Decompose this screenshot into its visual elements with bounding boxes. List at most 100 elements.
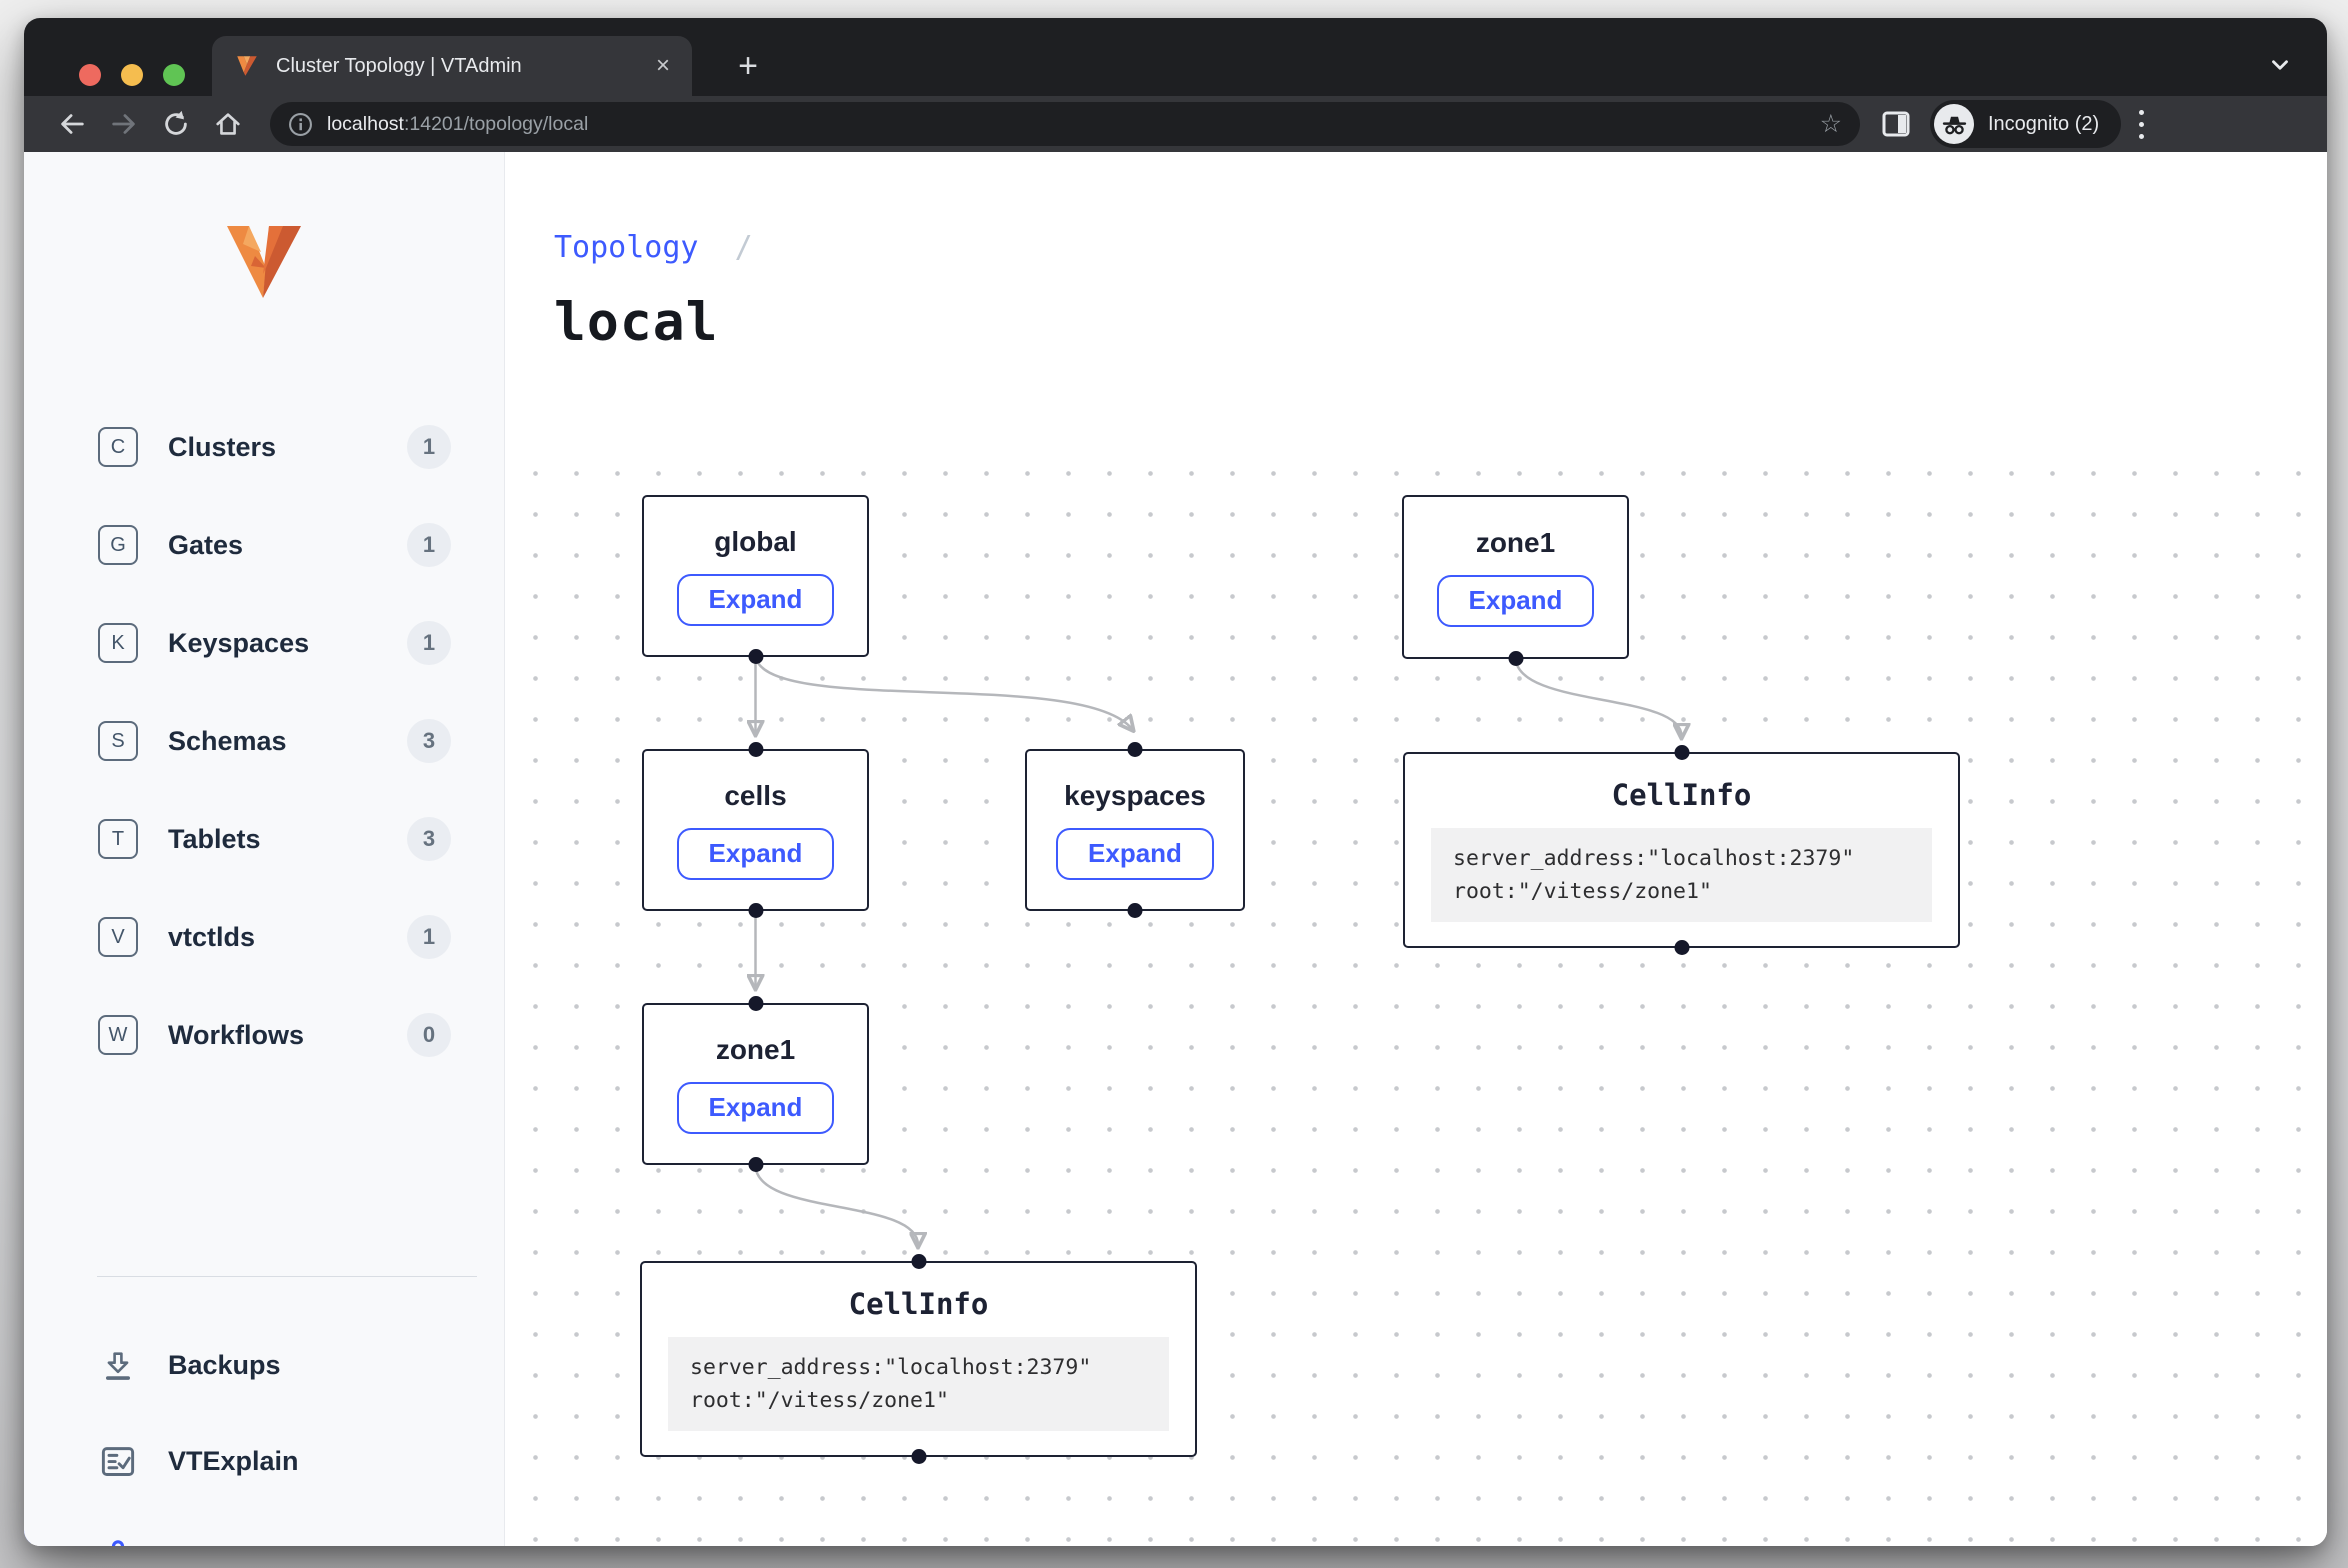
tab-close-icon[interactable]: × [656,54,670,78]
schemas-icon: S [98,721,138,761]
node-handle [1674,745,1689,760]
edge-zone1-cellinfo-right [1516,657,1682,736]
sidebar-item-label: Clusters [168,432,407,463]
sidebar-item-label: Workflows [168,1020,407,1051]
sidebar-secondary-nav: Backups VTExplain Topology [24,1317,504,1546]
browser-window: Cluster Topology | VTAdmin × + localhost… [24,18,2327,1546]
sidebar-item-keyspaces[interactable]: K Keyspaces 1 [24,594,504,692]
reload-button[interactable] [150,100,202,148]
sidebar-item-label: Gates [168,530,407,561]
node-handle [748,742,763,757]
url-text[interactable]: localhost:14201/topology/local [327,113,1806,136]
browser-toolbar: localhost:14201/topology/local ☆ Incogni… [24,96,2327,152]
window-minimize-button[interactable] [121,64,143,86]
side-panel-button[interactable] [1882,111,1910,137]
sidebar-item-vtexplain[interactable]: VTExplain [24,1413,504,1509]
edge-global-keyspaces [756,657,1133,729]
sidebar-item-clusters[interactable]: C Clusters 1 [24,398,504,496]
vtctlds-icon: V [98,917,138,957]
count-badge: 1 [407,915,451,959]
node-title: zone1 [1476,527,1555,559]
home-button[interactable] [202,100,254,148]
count-badge: 1 [407,621,451,665]
count-badge: 1 [407,523,451,567]
clusters-icon: C [98,427,138,467]
breadcrumb-separator: / [735,230,753,265]
sidebar-item-topology[interactable]: Topology [24,1509,504,1546]
back-button[interactable] [46,100,98,148]
browser-menu-button[interactable] [2139,110,2144,139]
topology-graph-canvas[interactable]: global Expand zone1 Expand cells Expand [528,440,2324,1546]
url-bar[interactable]: localhost:14201/topology/local ☆ [270,102,1860,146]
keyspaces-icon: K [98,623,138,663]
count-badge: 3 [407,817,451,861]
node-title: CellInfo [1612,778,1752,812]
topology-icon [98,1539,138,1546]
window-zoom-button[interactable] [163,64,185,86]
node-title: cells [724,780,786,812]
gates-icon: G [98,525,138,565]
sidebar-item-label: Topology [168,1542,451,1547]
node-title: keyspaces [1064,780,1206,812]
tab-strip: Cluster Topology | VTAdmin × + [24,18,2327,96]
sidebar: C Clusters 1 G Gates 1 K Keyspaces 1 S S… [24,152,505,1546]
site-info-icon[interactable] [288,112,313,137]
sidebar-item-label: vtctlds [168,922,407,953]
sidebar-item-backups[interactable]: Backups [24,1317,504,1413]
node-title: CellInfo [849,1287,989,1321]
node-title: zone1 [716,1034,795,1066]
sidebar-item-label: Tablets [168,824,407,855]
vitess-logo [221,222,307,302]
expand-button[interactable]: Expand [677,828,835,879]
sidebar-item-tablets[interactable]: T Tablets 3 [24,790,504,888]
page-title: local [554,292,719,353]
graph-node-cellinfo-right: CellInfo server_address:"localhost:2379"… [1403,752,1960,948]
tab-title: Cluster Topology | VTAdmin [276,55,640,78]
breadcrumb-topology-link[interactable]: Topology [554,230,699,265]
vtadmin-app: C Clusters 1 G Gates 1 K Keyspaces 1 S S… [24,152,2327,1546]
forward-button[interactable] [98,100,150,148]
incognito-badge[interactable]: Incognito (2) [1930,100,2121,148]
backups-icon [98,1348,138,1382]
count-badge: 1 [407,425,451,469]
node-handle [748,903,763,918]
sidebar-item-label: Backups [168,1350,451,1381]
sidebar-item-workflows[interactable]: W Workflows 0 [24,986,504,1084]
graph-node-zone1-left: zone1 Expand [642,1003,869,1165]
count-badge: 3 [407,719,451,763]
vtexplain-icon [98,1444,138,1478]
bookmark-star-icon[interactable]: ☆ [1820,112,1842,137]
node-handle [1674,940,1689,955]
graph-node-global: global Expand [642,495,869,657]
url-path: :14201/topology/local [404,113,588,135]
expand-button[interactable]: Expand [1056,828,1214,879]
browser-tab[interactable]: Cluster Topology | VTAdmin × [212,36,692,96]
cellinfo-code: server_address:"localhost:2379" root:"/v… [668,1337,1169,1432]
expand-button[interactable]: Expand [677,1082,835,1133]
cellinfo-code: server_address:"localhost:2379" root:"/v… [1431,828,1932,923]
vitess-favicon-icon [234,53,260,79]
breadcrumb: Topology / [554,230,753,265]
node-handle [748,649,763,664]
incognito-icon [1934,104,1974,144]
node-handle [1128,903,1143,918]
url-host: localhost [327,113,404,135]
window-close-button[interactable] [79,64,101,86]
graph-node-cells: cells Expand [642,749,869,911]
sidebar-item-vtctlds[interactable]: V vtctlds 1 [24,888,504,986]
new-tab-button[interactable]: + [724,42,772,90]
expand-button[interactable]: Expand [677,574,835,625]
sidebar-item-gates[interactable]: G Gates 1 [24,496,504,594]
tab-search-chevron-icon[interactable] [2267,52,2293,78]
sidebar-primary-nav: C Clusters 1 G Gates 1 K Keyspaces 1 S S… [24,398,504,1084]
edge-zone1-cellinfo-left [756,1165,919,1245]
node-handle [911,1254,926,1269]
expand-button[interactable]: Expand [1437,575,1595,626]
node-handle [748,996,763,1011]
sidebar-item-label: Keyspaces [168,628,407,659]
node-title: global [714,526,796,558]
graph-node-cellinfo-left: CellInfo server_address:"localhost:2379"… [640,1261,1197,1457]
workflows-icon: W [98,1015,138,1055]
sidebar-item-label: Schemas [168,726,407,757]
sidebar-item-schemas[interactable]: S Schemas 3 [24,692,504,790]
